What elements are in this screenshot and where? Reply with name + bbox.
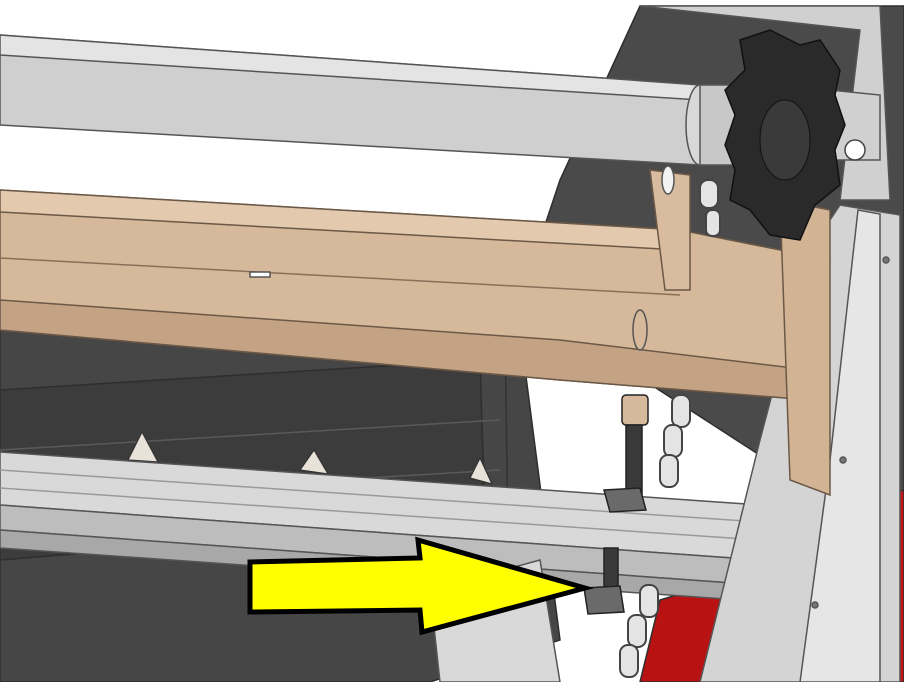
bolt-icon xyxy=(603,487,647,513)
roller-chain xyxy=(619,179,721,678)
pointer-arrow xyxy=(247,536,595,636)
beam-slot xyxy=(249,271,271,278)
sprocket xyxy=(724,29,846,241)
chute-tines xyxy=(127,430,494,485)
arrow-right-icon xyxy=(247,536,595,636)
threaded-tension-rod xyxy=(583,394,649,615)
tan-crossbeam xyxy=(0,165,831,497)
